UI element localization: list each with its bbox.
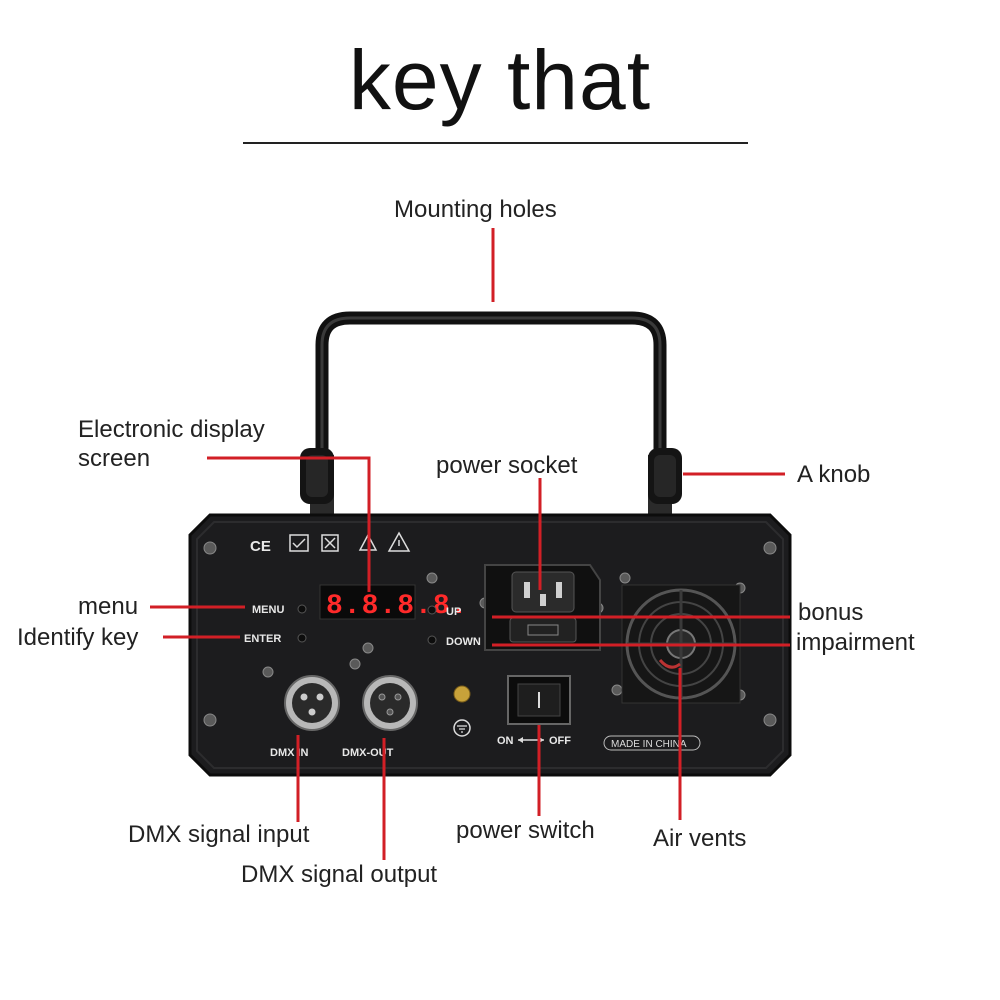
- fuse-holder: [453, 685, 471, 703]
- knob-right: [648, 448, 682, 504]
- callout-lines: [150, 228, 790, 860]
- menu-key[interactable]: [297, 604, 307, 614]
- weee-bin-icon: [321, 534, 339, 552]
- label-air-vents: Air vents: [653, 825, 747, 852]
- label-dmx-output: DMX signal output: [241, 861, 438, 888]
- enter-key-label: ENTER: [244, 633, 281, 645]
- label-display-screen: Electronic display screen: [78, 416, 265, 472]
- down-key-label: DOWN: [446, 636, 481, 648]
- switch-off-label: OFF: [549, 735, 571, 747]
- menu-key-label: MENU: [252, 604, 284, 616]
- ground-icon: [453, 719, 471, 737]
- up-key[interactable]: [427, 605, 437, 615]
- label-knob: A knob: [797, 461, 871, 488]
- label-menu: menu: [78, 593, 139, 620]
- enter-key[interactable]: [297, 633, 307, 643]
- dmx-in-connector[interactable]: [284, 675, 340, 731]
- switch-on-label: ON: [497, 735, 514, 747]
- display-readout: 8.8.8.8.: [326, 591, 468, 622]
- label-identify-key: Identify key: [17, 624, 139, 651]
- rohs-icon: [289, 534, 309, 552]
- made-in-label: MADE IN CHINA: [611, 739, 687, 750]
- label-power-switch: power switch: [456, 817, 595, 844]
- ce-mark: CE: [250, 538, 271, 555]
- power-socket[interactable]: [484, 564, 601, 651]
- page-title: key that: [348, 33, 652, 127]
- down-key[interactable]: [427, 635, 437, 645]
- mounting-bracket: [310, 311, 672, 525]
- certification-icons: CE: [250, 531, 411, 555]
- knob-left: [300, 448, 334, 504]
- power-switch[interactable]: [507, 675, 571, 725]
- label-mounting-holes: Mounting holes: [394, 196, 557, 223]
- label-impairment: impairment: [796, 629, 915, 656]
- dmx-in-label: DMX IN: [270, 747, 309, 759]
- label-dmx-input: DMX signal input: [128, 821, 310, 848]
- electronic-display: 8.8.8.8.: [319, 584, 468, 622]
- up-key-label: UP: [446, 606, 461, 618]
- warning-icon: [387, 531, 411, 552]
- dmx-out-label: DMX-OUT: [342, 747, 394, 759]
- label-power-socket: power socket: [436, 452, 578, 479]
- callout-display: [207, 456, 371, 592]
- dmx-out-connector[interactable]: [362, 675, 418, 731]
- title-underline: [243, 142, 748, 144]
- label-bonus: bonus: [798, 599, 864, 626]
